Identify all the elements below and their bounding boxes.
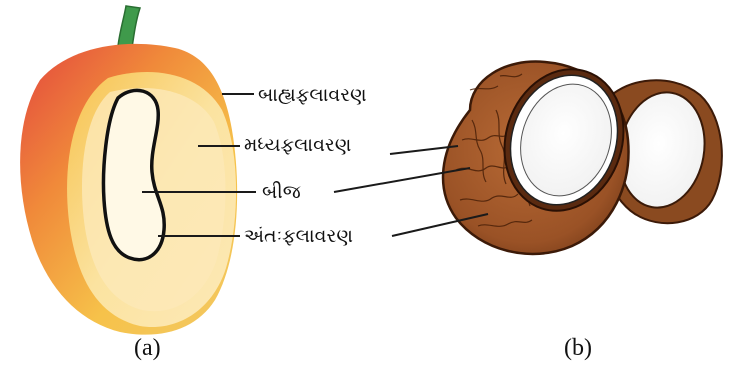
caption-a: (a) [134,334,161,362]
coconut-illustration [443,54,722,254]
label-endocarp: અંતઃફલાવરણ [244,225,353,247]
mango-stem [118,6,140,48]
label-mesocarp: મધ્યફલાવરણ [244,134,351,156]
label-exocarp: બાહ્યફલાવરણ [258,84,367,106]
label-seed: બીજ [262,181,301,203]
caption-b: (b) [564,334,592,362]
mango-illustration [20,6,237,335]
